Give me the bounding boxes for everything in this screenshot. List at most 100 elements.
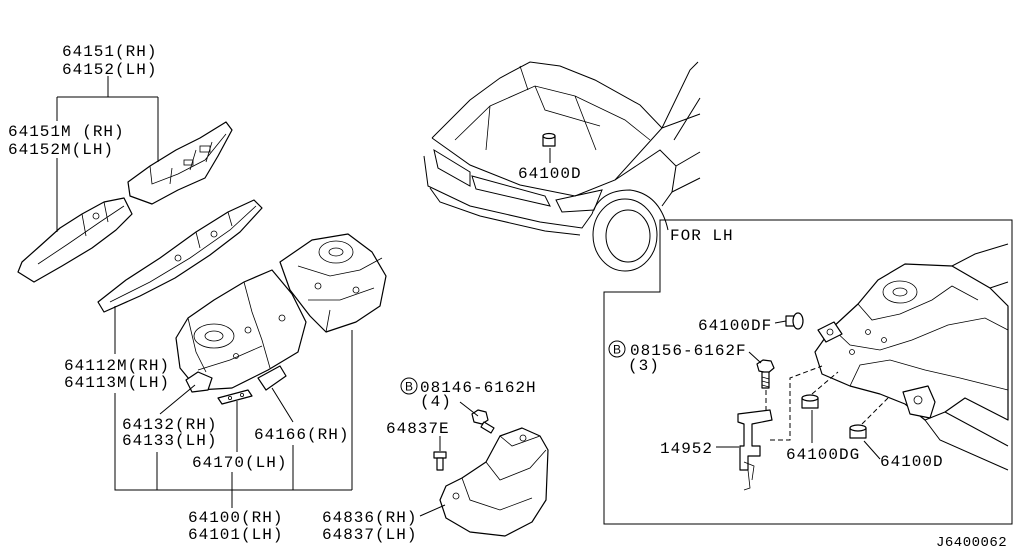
leader-line	[716, 320, 881, 460]
cover-detail	[461, 435, 547, 511]
callout-64113m-lh: 64113M(LH)	[64, 374, 170, 392]
assembly-guide-line	[811, 371, 839, 395]
bolt-08146-shank	[480, 421, 495, 434]
grille	[471, 175, 551, 207]
inset-border	[603, 219, 1013, 525]
inset-structure-detail	[831, 285, 1009, 391]
top-left-parts	[17, 121, 387, 405]
bolt-08146-head	[471, 409, 489, 425]
hoodledge-panel-part	[175, 269, 307, 391]
cover-group	[400, 377, 549, 537]
hoodledge-strut-opening	[193, 323, 235, 349]
strut-tower-top	[318, 240, 354, 264]
strut-tower-hole	[314, 282, 322, 290]
inset-bracket-part	[902, 385, 936, 419]
strut-tower-detail	[297, 257, 383, 333]
vehicle-illustration	[423, 61, 701, 272]
inset-side-member	[924, 243, 1009, 471]
inset-flange-tab	[817, 321, 843, 343]
middle-rail-hole	[210, 230, 218, 238]
hood-grommet-top	[542, 132, 556, 140]
callout-64101-lh: 64101(LH)	[188, 526, 283, 544]
leader-line	[56, 76, 159, 232]
lower-member-detail	[37, 201, 125, 265]
callout-64151-rh: 64151(RH)	[62, 43, 157, 61]
callout-64837e: 64837E	[386, 420, 450, 438]
windshield-pillars	[661, 61, 701, 193]
callout-64836-rh: 64836(RH)	[322, 509, 417, 527]
upper-member-hole	[183, 159, 194, 166]
assembly-guide-line	[861, 397, 889, 425]
grommet-64100d-top	[849, 424, 867, 432]
leader-line	[156, 445, 294, 508]
callout-64112m-rh: 64112M(RH)	[64, 357, 170, 375]
engine-bay-inner	[454, 65, 651, 151]
cover-bolt-hole	[452, 492, 460, 500]
inset-flange-hole	[826, 328, 834, 336]
inset-panel-hole	[881, 337, 887, 343]
inset-bracket-hole	[913, 395, 923, 405]
callout-64152m-lh: 64152M(LH)	[8, 141, 114, 159]
bracket-64166-part	[257, 365, 287, 391]
hoodledge-strut-opening-inner	[204, 330, 224, 342]
clip-64837e-stem	[436, 457, 444, 471]
cover-bolt-hole	[519, 434, 527, 442]
callout-08156-quantity: (3)	[628, 357, 660, 375]
headlight-left	[433, 148, 471, 187]
inset-strut-top	[882, 280, 918, 304]
assembly-guide-line	[770, 365, 823, 441]
callout-08146-6162h: 08146-6162H	[420, 379, 537, 397]
front-wheel-rim	[605, 209, 651, 263]
callout-14952: 14952	[660, 440, 713, 458]
strut-tower-panel-part	[279, 233, 387, 333]
middle-rail-hole	[174, 254, 182, 262]
hoodledge-panel-detail	[187, 281, 271, 373]
hoodledge-hole	[233, 353, 239, 359]
upper-member-hole	[199, 145, 211, 153]
bolt-symbol: B	[405, 380, 413, 394]
drawing-number: J6400062	[936, 535, 1007, 551]
clip-64837e-head	[433, 451, 447, 459]
bracket-64170-part	[217, 389, 253, 405]
front-wheel	[592, 198, 658, 272]
inset-strut-top-inner	[892, 287, 908, 297]
top-left-leaders	[56, 76, 353, 508]
front-bumper	[423, 155, 593, 236]
clip-64100df-head	[792, 312, 804, 330]
bolt-08156-head	[756, 359, 775, 374]
bolt-symbol-circle	[400, 377, 418, 395]
callout-08146-quantity: (4)	[420, 393, 452, 411]
lower-member-hole	[92, 212, 100, 220]
hoodledge-hole	[244, 326, 252, 334]
bolt-08156-thread	[761, 376, 770, 388]
inset-panel-hole	[865, 329, 871, 335]
callout-64100dg: 64100DG	[786, 446, 860, 464]
bolt-symbol: B	[613, 343, 621, 357]
inset-panel	[603, 219, 1013, 525]
upper-member-part	[127, 121, 233, 205]
callout-64100d-inset: 64100D	[880, 453, 944, 471]
cover-part	[439, 427, 549, 537]
front-fascia	[431, 127, 663, 197]
middle-rail-detail	[109, 205, 257, 303]
inset-strut-tower-part	[814, 263, 1009, 421]
callout-64837-lh: 64837(LH)	[322, 526, 417, 544]
inset-title: FOR LH	[670, 227, 734, 245]
leader-line	[159, 384, 294, 452]
harness-bracket-detail	[743, 461, 755, 491]
wheel-arch	[591, 189, 669, 231]
bolt-symbol-circle	[608, 340, 626, 358]
callout-64100df: 64100DF	[698, 317, 772, 335]
engine-bay-rim	[431, 61, 663, 139]
bolt-08156-shank	[761, 371, 770, 389]
callout-64100d-vehicle: 64100D	[518, 165, 582, 183]
lower-member-part	[17, 197, 133, 283]
grommet-64100dg-top	[801, 394, 819, 402]
front-fender	[614, 149, 677, 207]
bracket-64170-hole	[227, 395, 232, 400]
strut-tower-hole	[352, 286, 360, 294]
bracket-64170-hole	[239, 392, 244, 397]
callout-64151m-rh: 64151M (RH)	[8, 123, 125, 141]
callout-64132-rh: 64132(RH)	[122, 416, 217, 434]
